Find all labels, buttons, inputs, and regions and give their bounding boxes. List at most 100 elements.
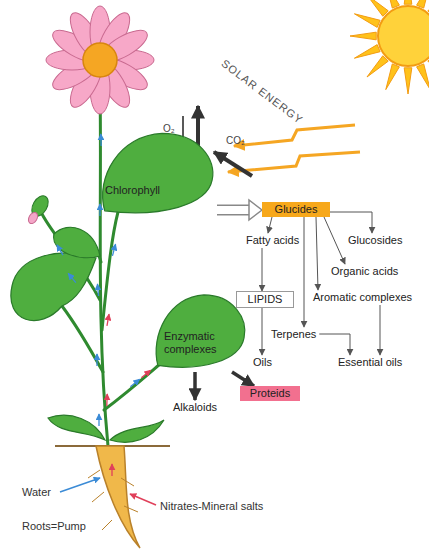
node-text: Chlorophyll (105, 184, 217, 197)
sap-arrow (99, 204, 100, 216)
process-box: LIPIDS (236, 291, 294, 308)
part-label: Water (22, 486, 51, 499)
node-text: Enzymatic complexes (164, 330, 234, 356)
connector (217, 200, 262, 220)
hollow-arrowhead (249, 200, 262, 220)
leaf (110, 420, 164, 442)
solar-bolt (228, 152, 360, 172)
main-stem (100, 88, 108, 446)
sun-ray (404, 0, 412, 4)
sun-ray (350, 32, 376, 40)
input-arrows (60, 478, 156, 505)
gas-label: O₂ (163, 122, 175, 135)
sap-arrow (98, 414, 99, 426)
bud (27, 193, 52, 225)
leaf (11, 253, 96, 321)
mineral-arrow (130, 494, 156, 505)
flow-node: Alkaloids (170, 400, 220, 415)
flow-node: Organic acids (328, 264, 401, 279)
sap-arrow (112, 244, 115, 256)
leaves (11, 227, 164, 442)
sun-ray (417, 64, 429, 90)
connector-line (319, 334, 350, 355)
leaf-blade (156, 295, 245, 367)
flow-node: Terpenes (268, 327, 319, 342)
process-box: Glucides (262, 202, 330, 217)
connector (268, 217, 272, 233)
leaf-stem (62, 306, 103, 372)
leaf-blade (103, 133, 213, 212)
leaf-stem (102, 212, 118, 330)
connector (232, 372, 254, 386)
sap-arrow (100, 134, 102, 146)
connector-line (324, 217, 345, 264)
sap-arrow (106, 394, 108, 406)
connector (330, 212, 372, 233)
sun-disc (378, 6, 429, 66)
connector-line (262, 248, 263, 291)
flow-node: Oils (250, 355, 275, 370)
leaf-node: Enzymatic complexes (150, 290, 248, 372)
solar-bolt (234, 125, 355, 146)
leaf-shape (95, 128, 217, 218)
connector (380, 305, 381, 355)
connector (324, 217, 345, 264)
sap-arrow (130, 379, 139, 387)
node-text: LIPIDS (243, 293, 287, 306)
node-text: Glucosides (348, 234, 402, 247)
connector-line (380, 305, 381, 355)
sap-arrow (107, 314, 109, 326)
flow-node: Glucosides (345, 233, 405, 248)
sun (350, 0, 429, 94)
taproot (96, 446, 140, 548)
sun-ray (404, 68, 412, 94)
water-arrow (60, 478, 100, 492)
flower-center (83, 43, 117, 77)
flower-petals (46, 6, 154, 114)
connector-line (262, 308, 263, 355)
root (88, 446, 140, 548)
connector-line (330, 212, 372, 233)
connector-line (193, 372, 197, 400)
leaf-stem (104, 364, 160, 410)
connector (262, 308, 263, 355)
flow-node: Fatty acids (243, 233, 302, 248)
connector-line (268, 217, 272, 233)
bud-petal (27, 211, 40, 225)
flow-node: Essential oils (335, 355, 405, 370)
process-box: Proteids (240, 386, 300, 401)
sun-ray (354, 45, 380, 59)
sun-ray (367, 0, 388, 16)
node-text: Glucides (268, 203, 324, 216)
connector (316, 217, 318, 290)
part-label: Roots=Pump (22, 520, 86, 533)
sap-arrow (141, 370, 150, 378)
leaf (48, 415, 105, 440)
connector (304, 217, 305, 327)
sap-arrow (96, 354, 97, 366)
flow-node: Aromatic complexes (310, 290, 415, 305)
gas-label: CO₂ (226, 134, 245, 147)
energy-label: SOLAR ENERGY (219, 57, 306, 127)
connector (195, 372, 196, 400)
sun-ray (386, 64, 400, 90)
node-text: Alkaloids (173, 401, 217, 414)
part-label: Nitrates-Mineral salts (160, 500, 263, 513)
node-text: Organic acids (331, 265, 398, 278)
hollow-arrow-outline (217, 205, 249, 216)
node-text: Essential oils (338, 356, 402, 369)
sun-ray (367, 56, 388, 77)
sap-arrow (97, 284, 98, 296)
leaf-node: Chlorophyll (95, 128, 217, 218)
sun-ray (354, 14, 380, 28)
leaf (54, 227, 100, 257)
hollow-arrow-fill (217, 206, 249, 214)
node-text: Aromatic complexes (313, 291, 412, 304)
node-text: Proteids (246, 387, 294, 400)
sap-arrow (57, 245, 63, 255)
connector (262, 248, 263, 291)
node-text: Terpenes (271, 328, 316, 341)
node-text: Fatty acids (246, 234, 299, 247)
